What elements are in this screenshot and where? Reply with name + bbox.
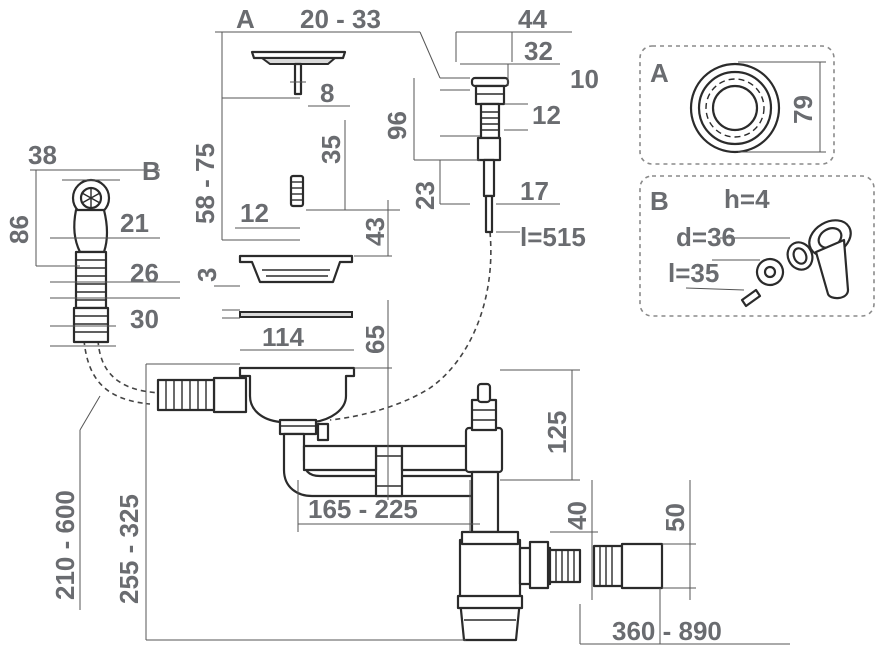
dim-total-height: 255 - 325: [114, 494, 144, 604]
inset-b-title: B: [650, 186, 669, 216]
dim-cable-length: l=515: [520, 222, 586, 252]
dim-basket-diameter: 114: [262, 322, 304, 352]
strainer-basket: [238, 254, 354, 284]
dim-overflow-hose-d2: 30: [130, 304, 159, 334]
sink-gasket: [239, 311, 353, 318]
bottle-trap: [456, 530, 664, 642]
dim-strainer-width: 20 - 33: [300, 4, 381, 34]
dim-strainer-stem: 8: [320, 78, 334, 108]
dim-rod-diameter: 17: [520, 176, 549, 206]
dim-basket-gasket: 3: [192, 268, 222, 282]
dim-button-thread: 12: [532, 100, 561, 130]
dim-overflow-width: 38: [28, 140, 57, 170]
dim-outlet-length: 360 - 890: [612, 616, 722, 646]
dim-hose-range: 210 - 600: [50, 490, 80, 600]
dim-outlet-d2: 50: [660, 503, 690, 532]
drain-body: [156, 366, 356, 442]
overflow-hose-dashed-inner: [83, 339, 151, 405]
dim-strainer-height-range: 58 - 75: [190, 143, 220, 224]
inset-b-h: h=4: [724, 184, 770, 214]
dim-overflow-neck: 21: [120, 208, 149, 238]
dim-screw-length: 35: [316, 135, 346, 164]
detail-b-marker: B: [142, 156, 161, 186]
strainer-screw: [289, 174, 305, 208]
inset-b-d: d=36: [676, 222, 736, 252]
labels: A 20 - 33 8 58 - 75 35 12 43 3 114 65 38…: [4, 4, 818, 646]
inset-a-diameter: 79: [788, 95, 818, 124]
dim-button-cap: 10: [570, 64, 599, 94]
inset-b-l: l=35: [668, 258, 719, 288]
inset-b: [639, 175, 875, 317]
dimension-lines: [30, 31, 790, 645]
dim-basket-to-outlet: 65: [360, 325, 390, 354]
detail-a-marker: A: [236, 4, 255, 34]
dim-button-height: 96: [382, 111, 412, 140]
drain-pipes: [282, 382, 504, 534]
dim-rod-length: 23: [410, 181, 440, 210]
control-cable-dashed: [329, 231, 492, 421]
dim-horizontal-pipe: 165 - 225: [308, 494, 418, 524]
dim-outlet-d1: 40: [562, 501, 592, 530]
inset-a: [639, 45, 835, 165]
strainer-plug: [250, 50, 347, 96]
dim-screw-diameter: 12: [240, 198, 269, 228]
dim-tee-height: 125: [542, 411, 572, 454]
overflow-assembly: [71, 178, 111, 344]
dim-button-mid: 32: [524, 36, 553, 66]
dim-overflow-height: 86: [4, 215, 34, 244]
dim-button-outer: 44: [518, 4, 547, 34]
dim-overflow-hose-d1: 26: [130, 258, 159, 288]
control-button: [470, 76, 510, 234]
dim-basket-height: 43: [360, 217, 390, 246]
inset-a-title: A: [650, 58, 669, 88]
